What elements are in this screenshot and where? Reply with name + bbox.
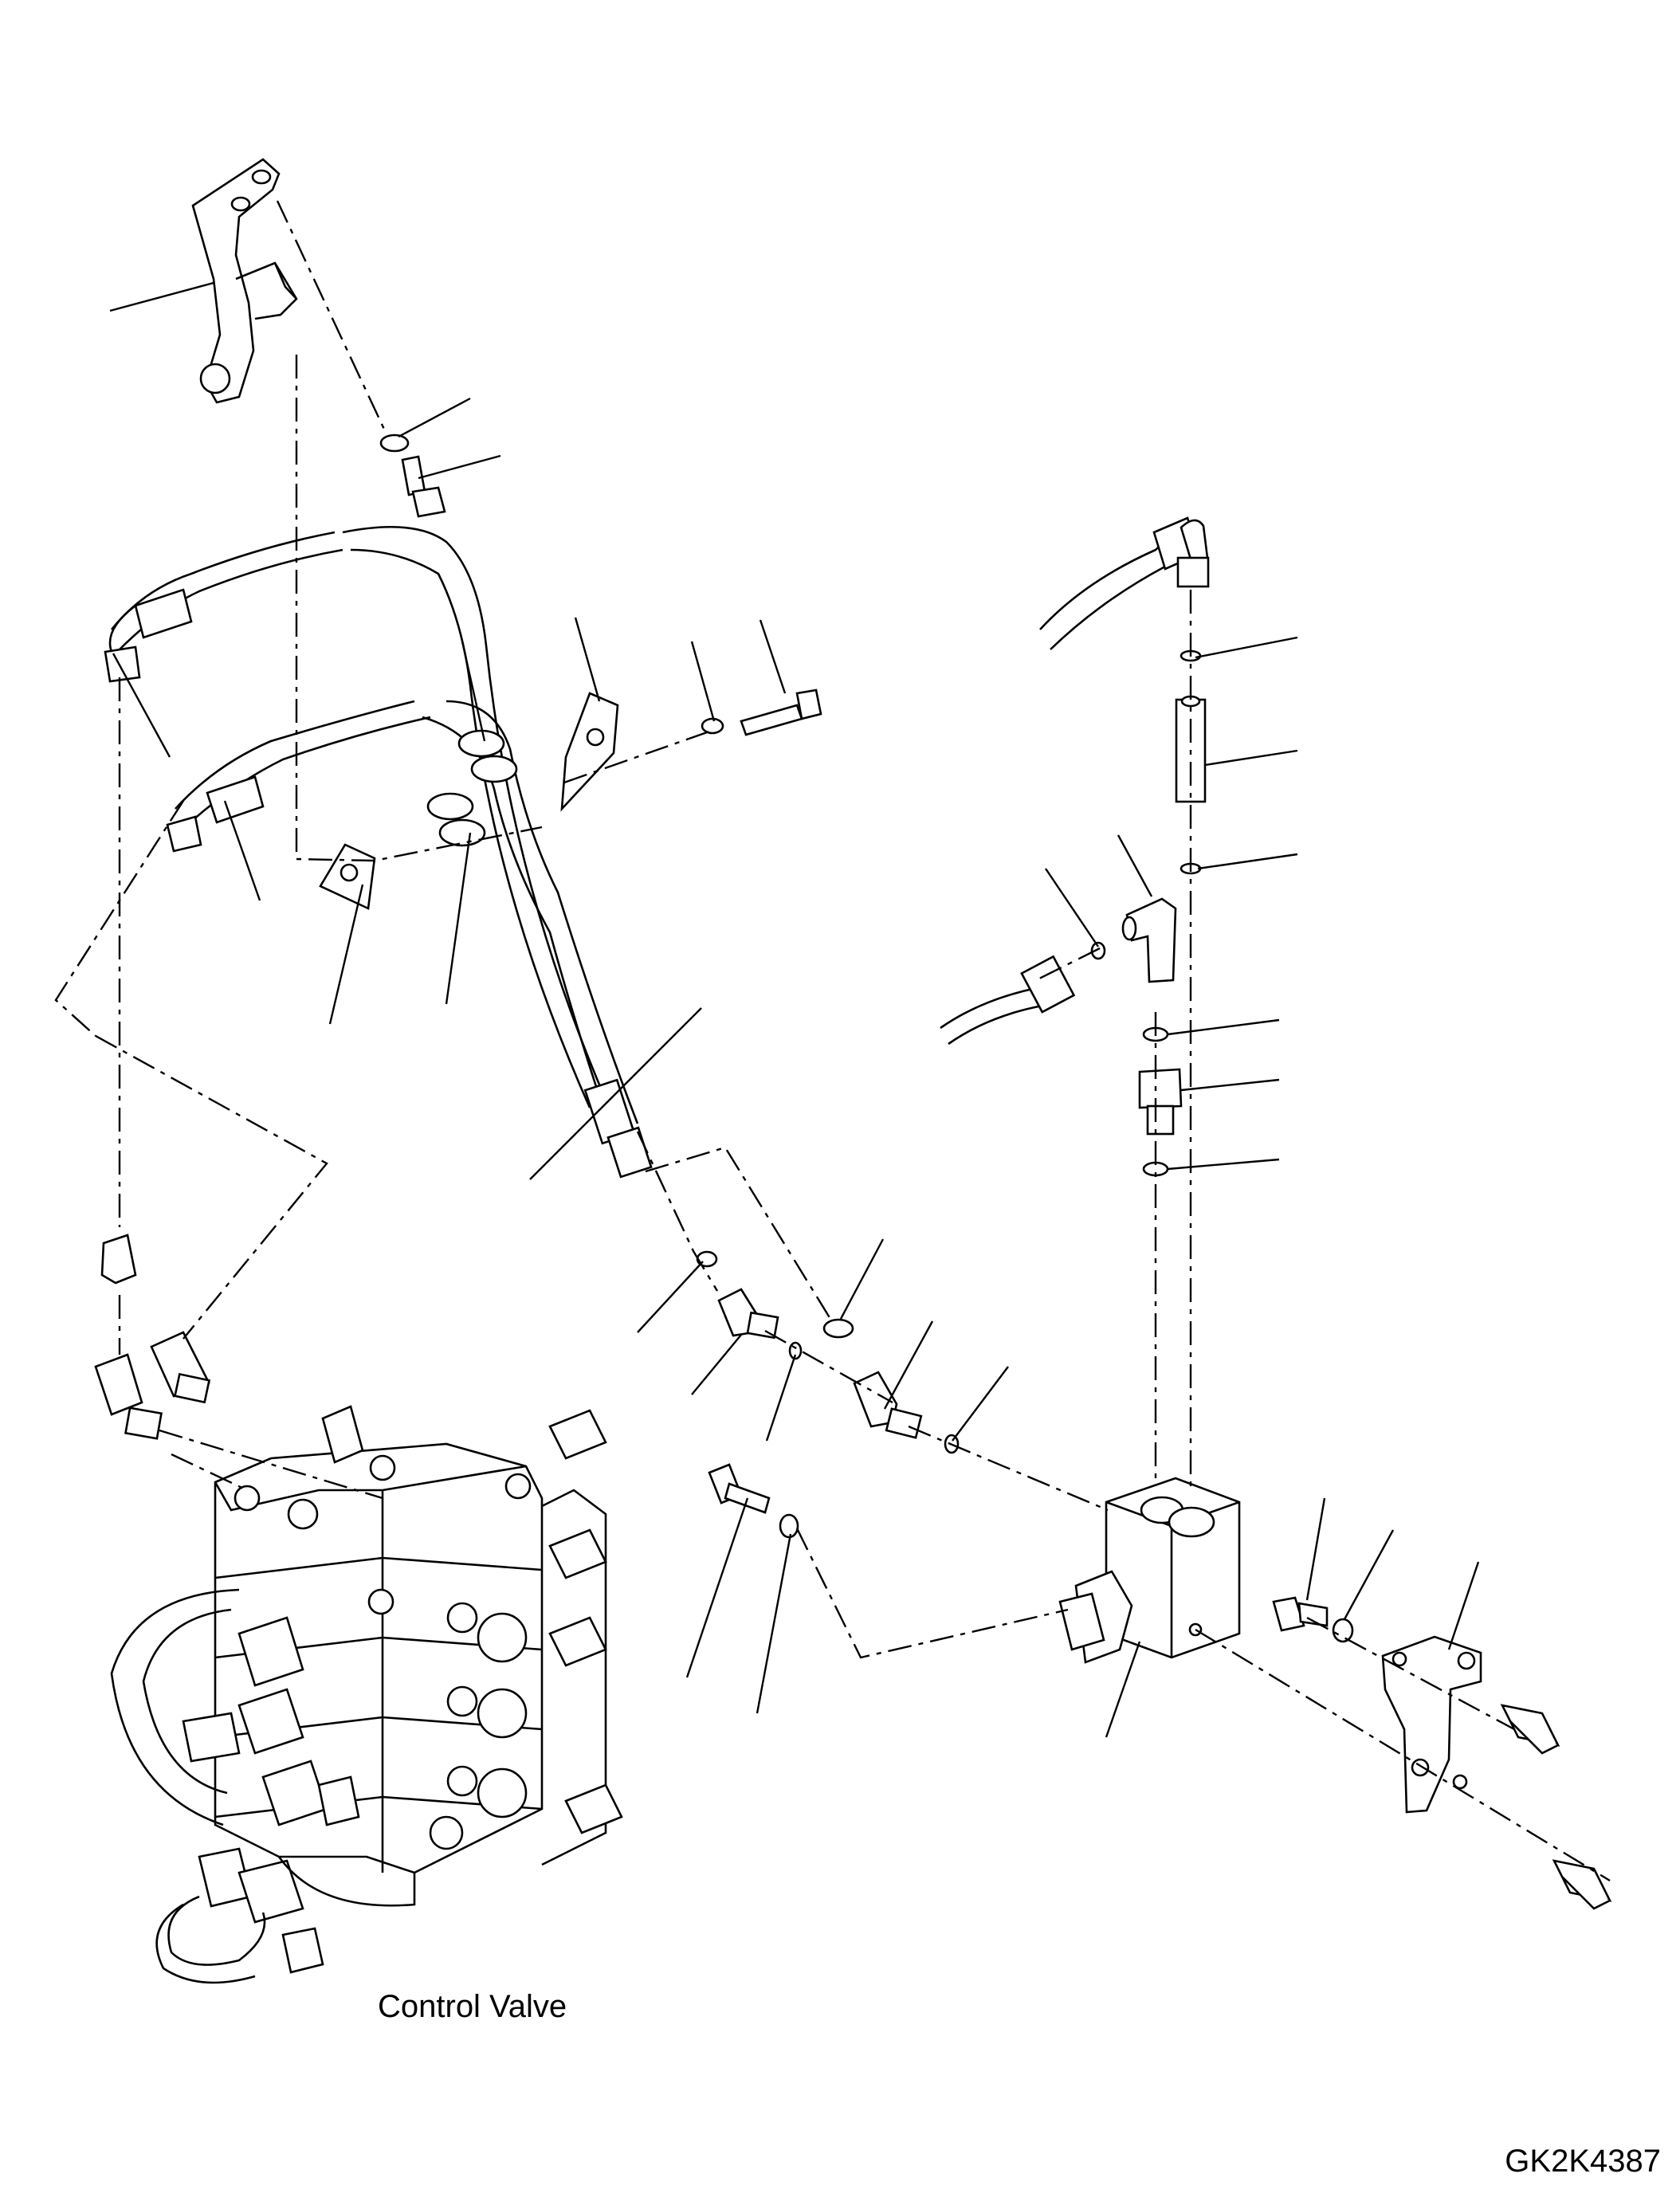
upper-right-hose — [1039, 516, 1210, 650]
fitting-elbow-cv — [150, 1331, 211, 1404]
alignment-lines — [54, 200, 1611, 1882]
fitting-elbow-left — [717, 1288, 779, 1340]
spacer-lower — [1552, 1859, 1612, 1910]
clamp-bolt — [740, 689, 822, 736]
elbow-oring — [1090, 941, 1106, 960]
sensor-cable — [940, 955, 1076, 1046]
drawing-id-label: GK2K4387 — [1505, 2144, 1661, 2179]
adapter-long — [1175, 695, 1207, 803]
block-bolt — [1272, 1596, 1329, 1632]
elbow-fitting — [1121, 897, 1177, 983]
upper-bracket — [191, 158, 298, 404]
clamp-washer — [701, 717, 724, 735]
block-washer — [1332, 1618, 1354, 1643]
valve-block — [1058, 1477, 1241, 1664]
grommets — [426, 729, 518, 847]
oring-7 — [822, 1318, 854, 1339]
lower-washer — [779, 1513, 799, 1539]
spacer-upper — [1500, 1704, 1560, 1755]
fitting-tee-left — [94, 1353, 163, 1440]
fitting-elbow-right — [853, 1371, 923, 1439]
clamp-plate-lower — [319, 843, 376, 910]
mount-bracket — [1381, 1635, 1482, 1814]
control-valve — [110, 1405, 623, 1984]
bracket-bolt — [401, 455, 446, 518]
hose-assembly — [104, 526, 653, 1179]
fitting-nut-left — [100, 1234, 137, 1285]
control-valve-label: Control Valve — [378, 1989, 567, 2024]
lower-bolt — [708, 1463, 771, 1514]
bracket-washer — [379, 434, 410, 453]
leader-lines — [109, 281, 1480, 1738]
adapter-short — [1138, 1068, 1183, 1136]
clamp-plate-upper — [560, 692, 619, 812]
